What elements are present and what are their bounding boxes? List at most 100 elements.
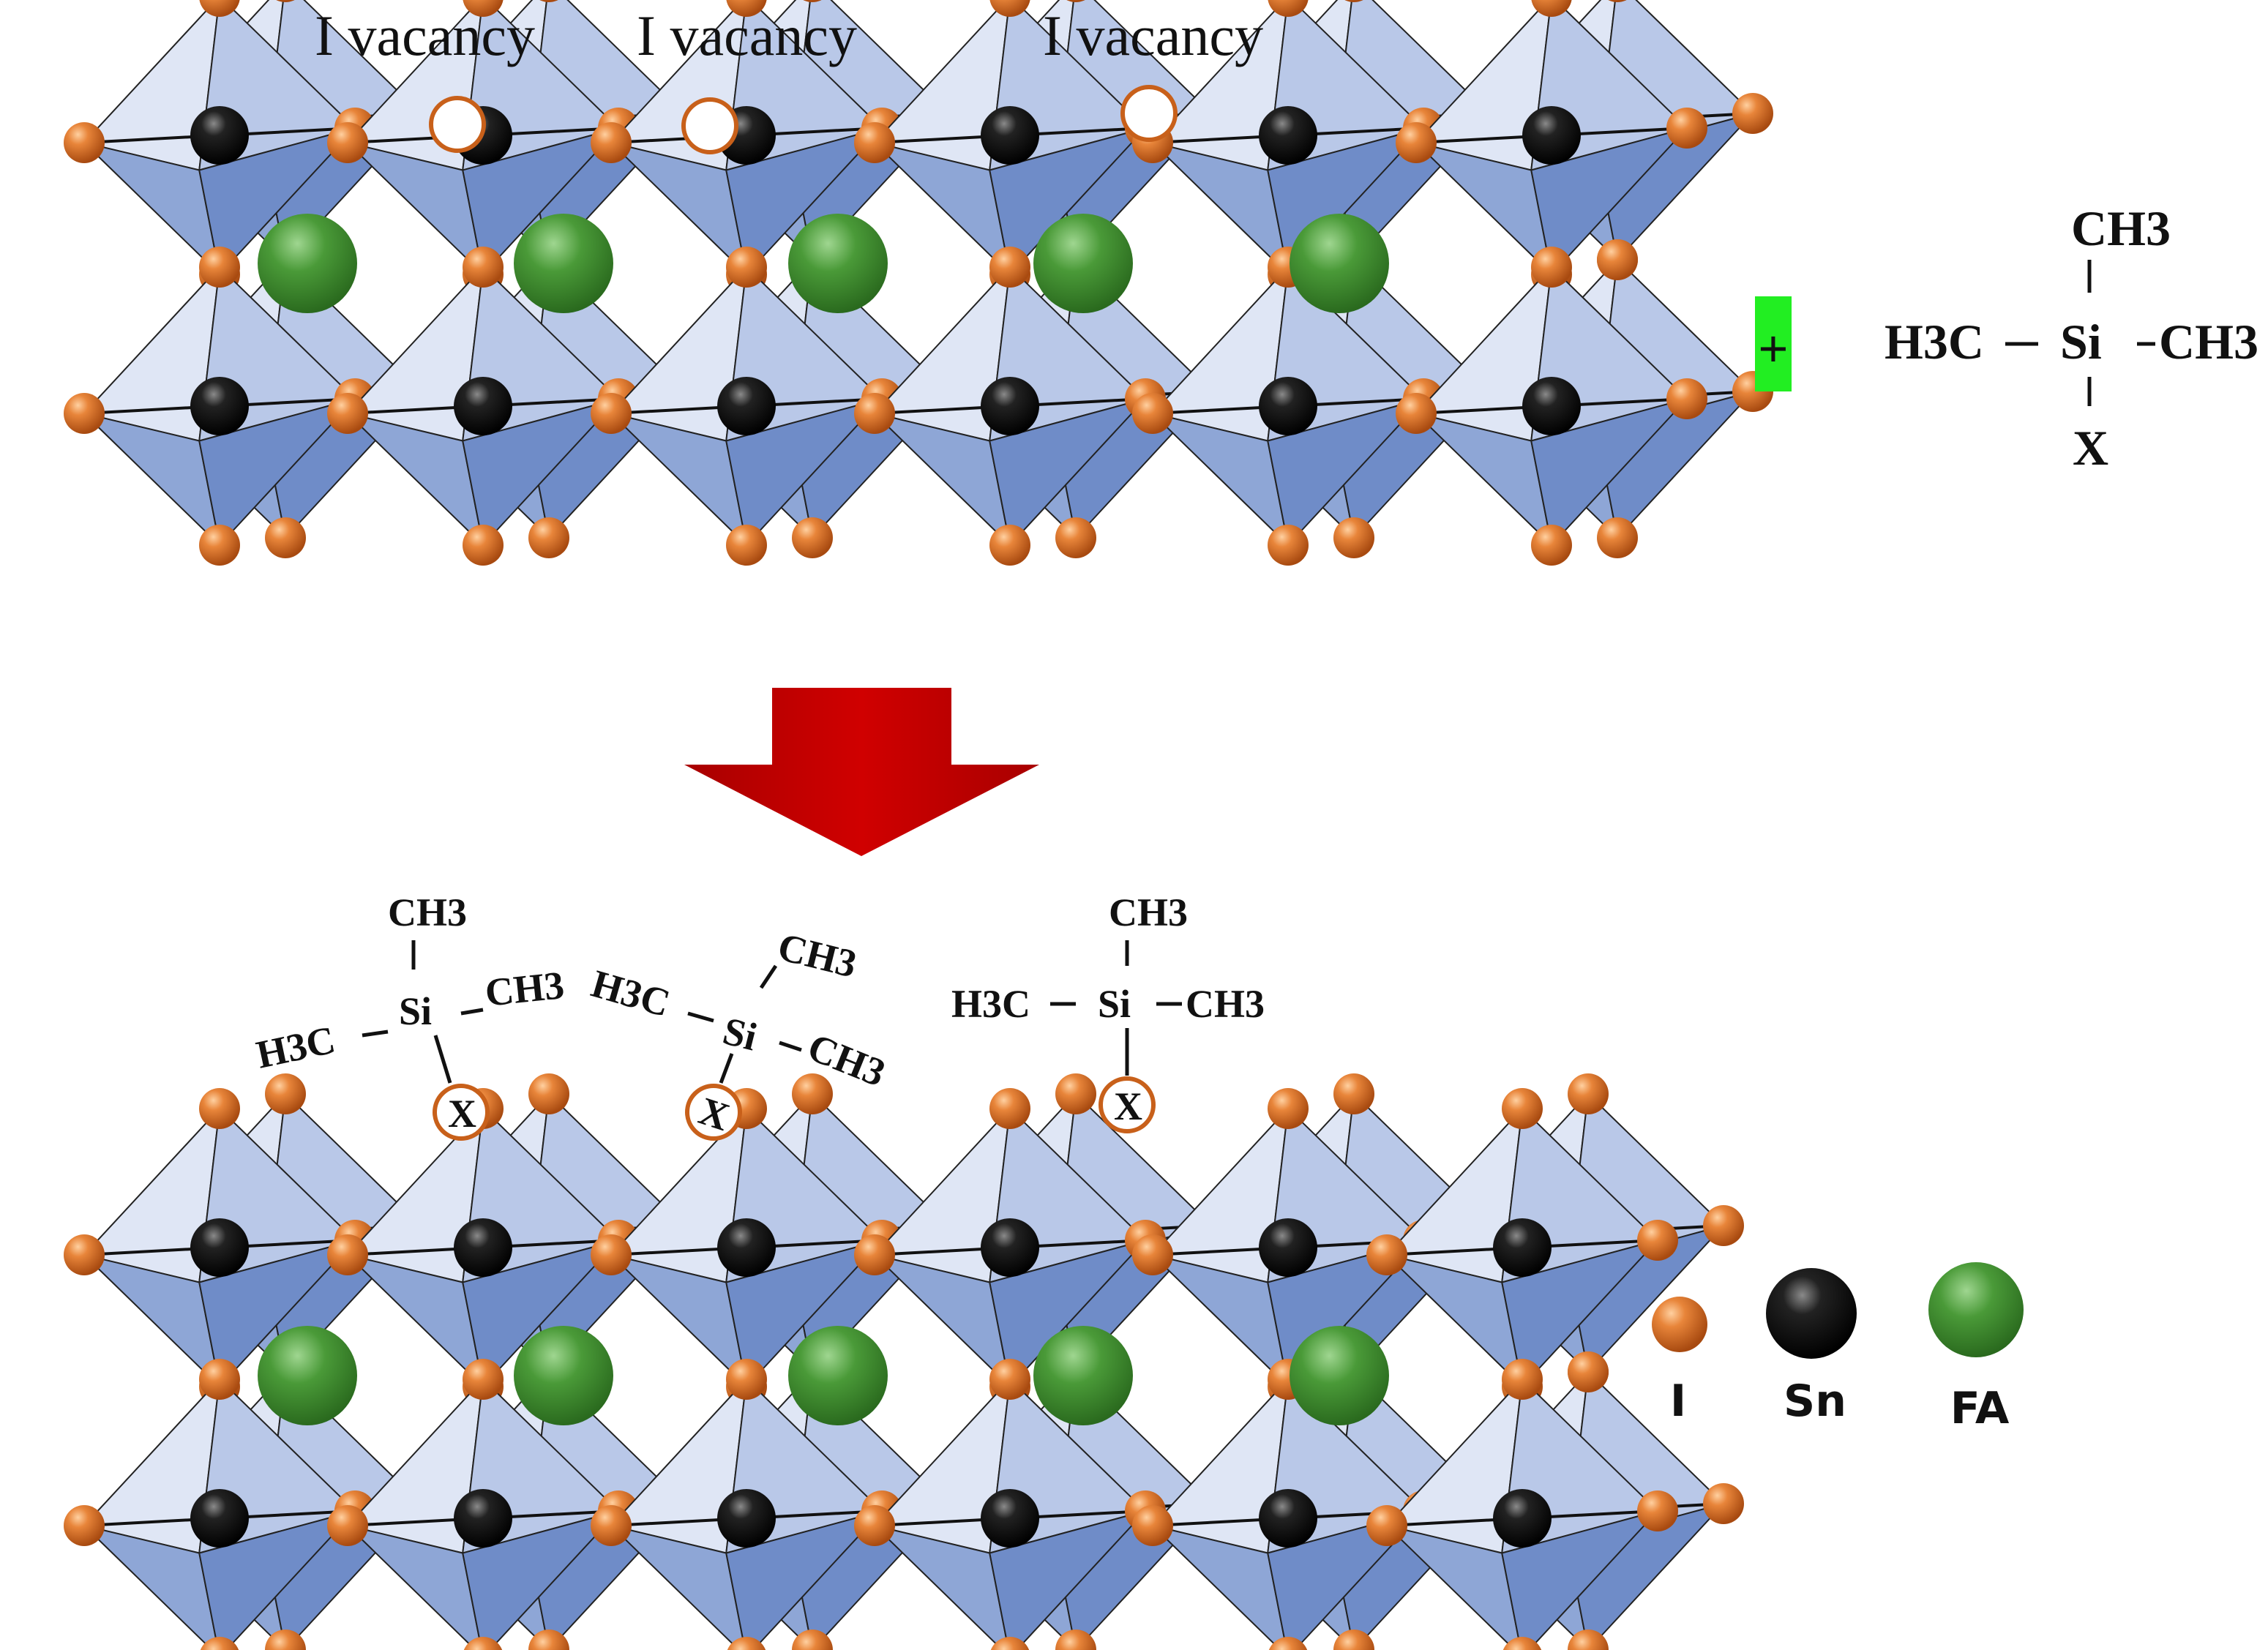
i-atom xyxy=(591,1234,632,1275)
legend-fa-swatch xyxy=(1928,1262,2024,1357)
i-atom xyxy=(463,1637,503,1650)
octahedron-face xyxy=(198,1239,358,1389)
i-atom xyxy=(591,393,632,434)
i-atom xyxy=(1268,0,1309,17)
octahedron-face xyxy=(198,397,358,547)
i-atom xyxy=(64,1234,105,1275)
sn-atom xyxy=(1259,1489,1317,1548)
i-atom xyxy=(199,247,240,288)
octahedron-face xyxy=(989,397,1148,547)
plus-sign: + xyxy=(1759,320,1789,377)
sn-atom xyxy=(454,1218,512,1277)
i-atom xyxy=(1502,1637,1542,1650)
i-atom xyxy=(854,393,895,434)
sn-atom xyxy=(1522,377,1581,435)
i-atom xyxy=(1703,1205,1744,1246)
i-atom xyxy=(792,1630,833,1650)
octahedron-face xyxy=(725,1239,885,1389)
fa-cation xyxy=(788,1326,888,1425)
i-atom xyxy=(327,1505,368,1546)
octahedron-face xyxy=(462,127,621,277)
i-atom xyxy=(1531,247,1572,288)
i-atom xyxy=(327,122,368,163)
octahedron-face xyxy=(462,1510,621,1650)
vacancy-label-3: I vacancy xyxy=(1043,4,1263,67)
legend-tin-swatch xyxy=(1766,1268,1857,1359)
reaction-arrow xyxy=(684,688,1039,856)
i-atom xyxy=(1531,0,1572,17)
i-atom xyxy=(1608,0,1627,2)
fa-cation xyxy=(514,214,613,313)
i-atom xyxy=(1055,1630,1096,1650)
i-atom xyxy=(1597,517,1638,558)
i-atom xyxy=(1637,1220,1678,1261)
i-atom xyxy=(1396,393,1437,434)
i-atom xyxy=(276,0,295,2)
i-atom xyxy=(990,1637,1030,1650)
sn-atom xyxy=(190,1489,249,1548)
bound-1-si: Si xyxy=(399,989,432,1033)
octahedron-face xyxy=(1530,127,1690,277)
bound-2-anchor-site xyxy=(685,1084,742,1141)
i-atom xyxy=(327,393,368,434)
sn-atom xyxy=(717,1489,776,1548)
sn-atom xyxy=(981,1218,1039,1277)
octahedron-face xyxy=(198,1510,358,1650)
i-atom xyxy=(463,247,504,288)
i-atom xyxy=(1666,378,1707,419)
octahedron-face xyxy=(725,127,885,277)
reagent-right-group: CH3 xyxy=(2159,314,2258,370)
i-atom xyxy=(1344,0,1363,2)
i-atom xyxy=(199,525,240,566)
sn-atom xyxy=(1259,377,1317,435)
i-atom xyxy=(1268,525,1309,566)
i-atom xyxy=(463,525,504,566)
i-atom xyxy=(1703,1483,1744,1524)
sn-atom xyxy=(190,377,249,435)
vacancy-site-2 xyxy=(681,97,738,154)
reagent-leaving-group: X xyxy=(2073,420,2108,476)
i-atom xyxy=(200,1637,239,1650)
i-atom xyxy=(726,0,767,17)
i-atom xyxy=(803,0,822,2)
i-atom xyxy=(1055,1073,1096,1114)
fa-cation xyxy=(1290,1326,1389,1425)
i-atom xyxy=(1333,1073,1374,1114)
i-atom xyxy=(1666,108,1707,149)
fa-cation xyxy=(788,214,888,313)
sn-atom xyxy=(454,377,512,435)
sn-atom xyxy=(454,1489,512,1548)
i-atom xyxy=(528,517,569,558)
octahedron-face xyxy=(1501,1510,1661,1650)
bound-3-anchor: X xyxy=(1114,1084,1142,1128)
i-atom xyxy=(199,1088,240,1129)
i-atom xyxy=(1637,1490,1678,1531)
octahedron-face xyxy=(198,127,358,277)
fa-cation xyxy=(1033,214,1133,313)
sn-atom xyxy=(981,106,1039,165)
octahedron-face xyxy=(989,1510,1148,1650)
i-atom xyxy=(591,1505,632,1546)
i-atom xyxy=(1268,1088,1309,1129)
sn-atom xyxy=(717,377,776,435)
fa-cation xyxy=(1033,1326,1133,1425)
i-atom xyxy=(528,1073,569,1114)
i-atom xyxy=(989,1359,1030,1400)
bound-3-left: H3C xyxy=(951,982,1030,1026)
i-atom xyxy=(591,122,632,163)
i-atom xyxy=(1268,1637,1308,1650)
perovskite-lattice-bottom xyxy=(64,1073,1744,1650)
reagent-top-group: CH3 xyxy=(2071,200,2171,256)
reagent-left-group: H3C xyxy=(1885,314,1984,370)
i-atom xyxy=(64,122,105,163)
vacancy-site-3 xyxy=(1120,85,1178,142)
i-atom xyxy=(1597,239,1638,280)
vacancy-label-2: I vacancy xyxy=(637,4,857,67)
i-atom xyxy=(726,1359,767,1400)
i-atom xyxy=(1132,1234,1173,1275)
i-atom xyxy=(199,1359,240,1400)
legend: I Sn FA xyxy=(1652,1262,2024,1434)
i-atom xyxy=(265,1073,306,1114)
i-atom xyxy=(989,1088,1030,1129)
i-atom xyxy=(64,393,105,434)
